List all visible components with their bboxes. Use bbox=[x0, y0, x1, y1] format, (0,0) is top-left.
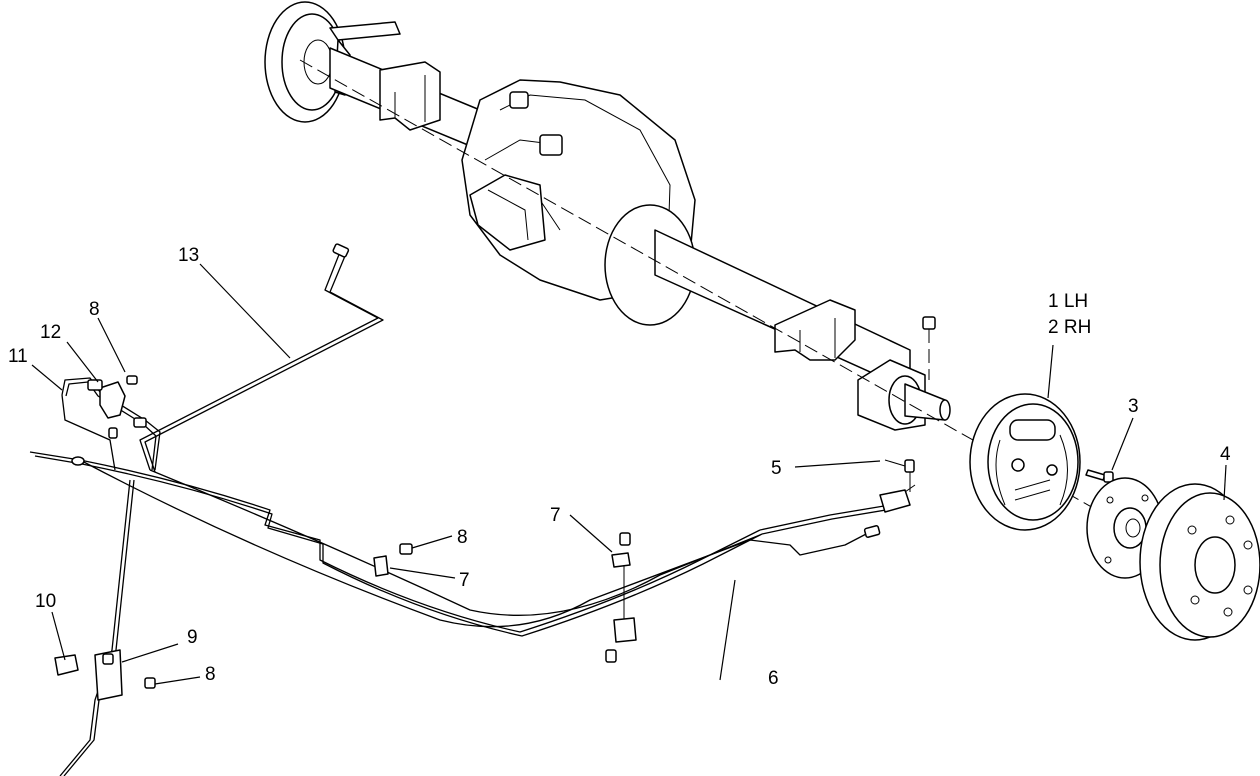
brake-cable bbox=[29, 451, 916, 637]
callout-8-lower: 8 bbox=[205, 664, 216, 685]
callout-11: 11 bbox=[8, 346, 28, 367]
cable-clips bbox=[373, 532, 637, 663]
callout-labels: 1 LH 2 RH 3 4 5 6 7 7 8 8 8 9 10 11 12 1… bbox=[8, 245, 1231, 689]
callout-13: 13 bbox=[178, 245, 199, 266]
screw bbox=[1085, 469, 1114, 483]
callout-1: 1 LH bbox=[1048, 291, 1088, 312]
clevis-pin bbox=[884, 459, 915, 492]
callout-5: 5 bbox=[771, 458, 782, 479]
callout-8-middle: 8 bbox=[457, 527, 468, 548]
leader-lines bbox=[31, 263, 1227, 685]
callout-4: 4 bbox=[1220, 444, 1231, 465]
rear-axle-assembly bbox=[264, 1, 1151, 541]
callout-3: 3 bbox=[1128, 396, 1139, 417]
brake-tube bbox=[139, 243, 384, 473]
callout-6: 6 bbox=[768, 668, 779, 689]
callout-12: 12 bbox=[40, 322, 61, 343]
callout-7-lower: 7 bbox=[459, 570, 470, 591]
lower-bracket-and-clip bbox=[54, 479, 156, 776]
callout-2: 2 RH bbox=[1048, 317, 1091, 338]
callout-10: 10 bbox=[35, 591, 56, 612]
brake-drum bbox=[1139, 483, 1260, 641]
brake-backing-plate bbox=[969, 393, 1081, 531]
brake-tee-fittings bbox=[61, 375, 161, 471]
callout-8-upper: 8 bbox=[89, 299, 100, 320]
callout-7-upper: 7 bbox=[550, 505, 561, 526]
callout-9: 9 bbox=[187, 627, 198, 648]
